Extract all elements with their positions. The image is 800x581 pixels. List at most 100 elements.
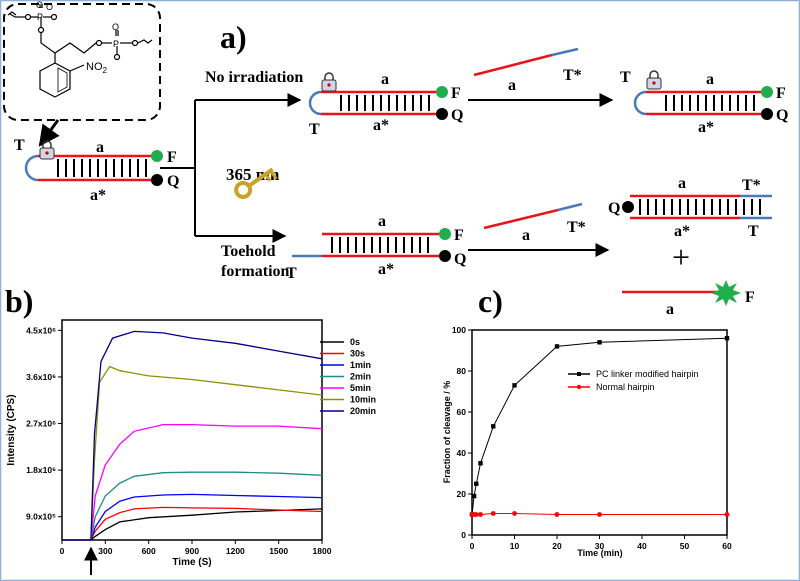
chart-b-xlabel: Time (S) <box>172 557 211 568</box>
svg-text:a: a <box>678 175 686 192</box>
legend-label: 1min <box>350 360 371 370</box>
svg-text:F: F <box>776 85 786 102</box>
y-tick-label: 40 <box>457 448 467 458</box>
data-point <box>478 512 483 517</box>
series-line-0s <box>62 508 323 541</box>
svg-text:a: a <box>381 71 389 88</box>
svg-text:a*: a* <box>90 187 106 204</box>
no2-label: NO2 <box>86 61 108 75</box>
y-tick-label: 80 <box>457 366 467 376</box>
y-tick-label: 0 <box>461 530 466 540</box>
data-point <box>554 344 560 349</box>
svg-text:a: a <box>378 213 386 230</box>
x-tick-label: 1500 <box>269 546 288 556</box>
svg-text:T*: T* <box>563 67 582 84</box>
legend-label: PC linker modified hairpin <box>596 369 699 379</box>
svg-text:a*: a* <box>674 223 690 240</box>
data-point <box>478 461 483 466</box>
chart-c-xlabel: Time (min) <box>577 548 622 558</box>
data-point <box>471 493 477 499</box>
key-icon <box>234 167 278 199</box>
panel-b-label: b) <box>5 283 33 319</box>
svg-text:Q: Q <box>451 107 463 124</box>
svg-text:T: T <box>286 265 297 282</box>
product-duplex: Q a T* a* T <box>608 175 772 240</box>
svg-text:F: F <box>451 85 461 102</box>
legend-marker <box>576 384 582 390</box>
series-line-1min <box>62 493 323 541</box>
panel-a-label: a) <box>220 19 247 55</box>
svg-text:T: T <box>620 69 631 86</box>
wavelength-label: 365 nm <box>226 165 279 184</box>
chart-c-ylabel: Fraction of cleavage / % <box>442 381 452 484</box>
pc-linker-structure: O O P O P NO2 <box>3 0 161 121</box>
svg-text:O: O <box>36 0 43 10</box>
hairpin-start: T a a* F Q <box>14 137 179 204</box>
fluorescence-burst-icon <box>711 280 741 306</box>
lock-icon <box>321 72 337 92</box>
legend-label: 30s <box>350 349 365 359</box>
svg-text:Q: Q <box>776 107 788 124</box>
y-tick-label: 1.8x10⁶ <box>26 465 56 475</box>
lock-icon <box>646 70 662 90</box>
data-point <box>724 512 730 517</box>
invader-strand-bottom: a T* <box>483 202 586 244</box>
y-tick-label: 4.5x10⁶ <box>26 325 56 335</box>
svg-text:a: a <box>522 227 530 244</box>
x-tick-label: 0 <box>60 546 65 556</box>
x-tick-label: 50 <box>680 541 690 551</box>
svg-text:T*: T* <box>567 219 586 236</box>
legend-marker <box>577 372 581 376</box>
data-point <box>491 424 496 429</box>
svg-text:P: P <box>37 12 43 22</box>
y-tick-label: 2.7x10⁶ <box>26 419 56 429</box>
data-point <box>474 481 479 486</box>
x-tick-label: 300 <box>98 546 112 556</box>
y-tick-label: 3.6x10⁶ <box>26 372 56 382</box>
x-tick-label: 1200 <box>226 546 245 556</box>
legend-label: 5min <box>350 383 371 393</box>
svg-text:F: F <box>745 289 755 306</box>
svg-text:a*: a* <box>698 119 714 136</box>
svg-text:a: a <box>96 139 104 156</box>
legend-label: 0s <box>350 337 360 347</box>
plus-sign: + <box>672 239 690 275</box>
released-fluorophore-strand: a F <box>622 280 755 318</box>
x-tick-label: 0 <box>470 541 475 551</box>
data-point <box>724 336 730 341</box>
toehold-label-1: Toehold <box>221 243 276 260</box>
y-tick-label: 60 <box>457 407 467 417</box>
legend-label: 10min <box>350 395 376 405</box>
invader-strand-top: a T* <box>473 47 582 94</box>
svg-text:O: O <box>112 22 119 32</box>
hairpin-top-right: T a a* F Q <box>620 69 788 136</box>
svg-text:a: a <box>666 301 674 318</box>
svg-text:Q: Q <box>167 173 179 190</box>
y-tick-label: 20 <box>457 489 467 499</box>
svg-text:F: F <box>454 227 464 244</box>
svg-text:T: T <box>14 137 25 154</box>
series-line-20min <box>62 330 323 541</box>
y-tick-label: 9.0x10⁵ <box>26 512 56 522</box>
series-line-5min <box>62 423 323 541</box>
svg-text:a*: a* <box>373 117 389 134</box>
svg-text:T*: T* <box>742 177 761 194</box>
data-point <box>512 383 517 388</box>
svg-text:O: O <box>46 2 53 12</box>
data-point <box>512 511 517 516</box>
x-tick-label: 10 <box>510 541 520 551</box>
chart-c-plot-area <box>471 329 728 536</box>
legend-label: 20min <box>350 406 376 416</box>
series-line-pc-linker-modified-hairpin <box>471 337 728 515</box>
data-point <box>473 512 479 517</box>
svg-text:F: F <box>167 149 177 166</box>
x-tick-label: 600 <box>142 546 156 556</box>
svg-text:a: a <box>706 71 714 88</box>
data-point <box>597 512 602 517</box>
svg-text:Q: Q <box>608 200 620 217</box>
x-tick-label: 30 <box>595 541 605 551</box>
x-tick-label: 20 <box>552 541 562 551</box>
x-tick-label: 1800 <box>313 546 332 556</box>
